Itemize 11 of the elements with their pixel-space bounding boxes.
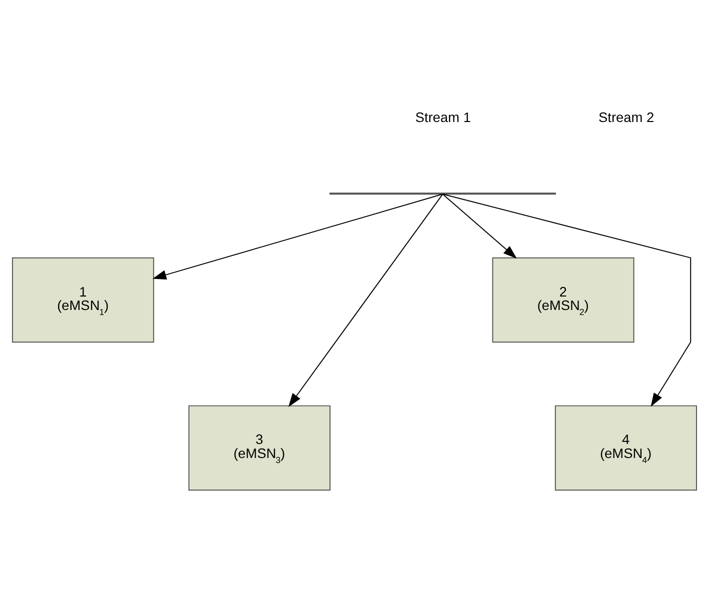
node-box: 4 (eMSN$_{4}$) (554, 404, 697, 490)
arrow (152, 193, 444, 279)
arrow (288, 193, 444, 406)
node-bar (330, 192, 556, 194)
node-box: 3 (eMSN$_{3}$) (188, 404, 330, 490)
node-box: 2 (eMSN$_{2}$) (492, 256, 634, 342)
node-box: 1 (eMSN$_{1}$) (12, 256, 154, 342)
arrow (442, 193, 517, 258)
label: Stream 1 (415, 109, 471, 124)
label: Stream 2 (598, 109, 654, 124)
arrow (442, 193, 692, 406)
